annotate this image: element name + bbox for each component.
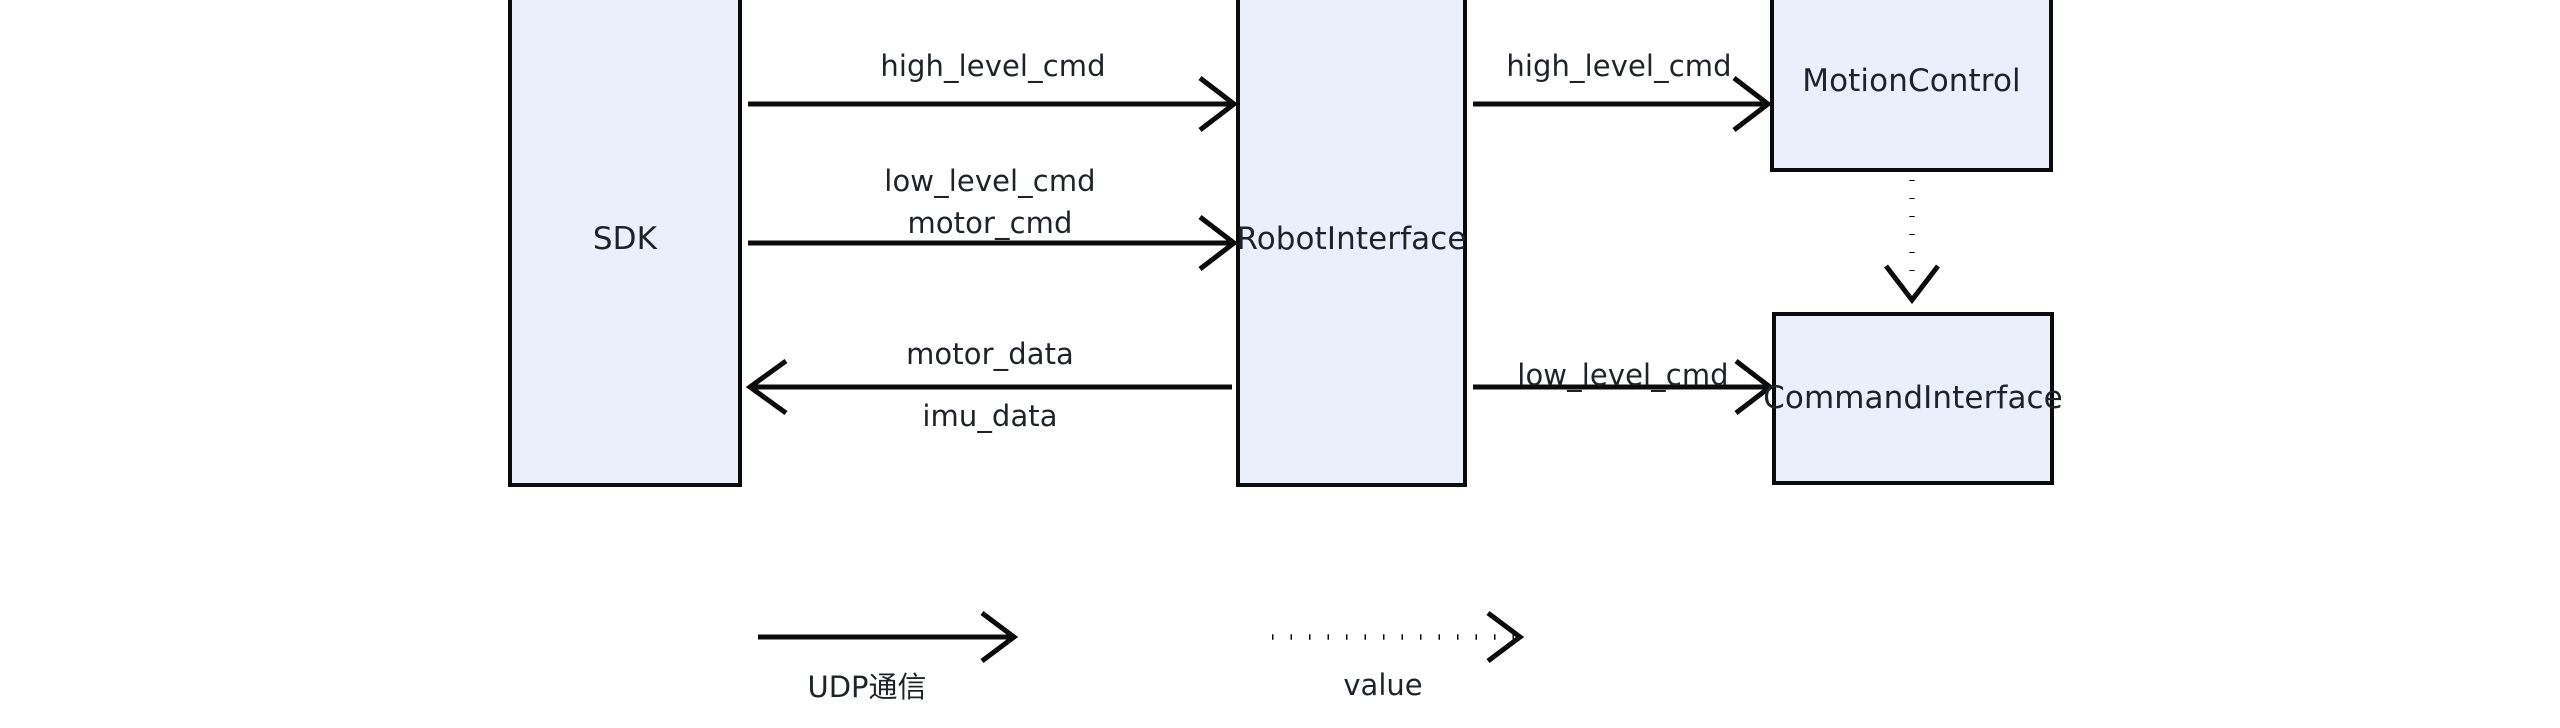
node-commandinterface-label: CommandInterface — [1763, 379, 2063, 416]
node-robotinterface-label: RobotInterface — [1236, 220, 1467, 257]
node-robotinterface[interactable]: RobotInterface — [1236, 0, 1467, 487]
node-motioncontrol-label: MotionControl — [1802, 63, 2021, 100]
legend-label-value: value — [1343, 668, 1423, 702]
edge-mc-to-ci-dotted — [1884, 180, 1940, 305]
edge-label-ri-to-sdk-below: imu_data — [922, 399, 1058, 433]
edge-label-sdk-to-ri-high-above: high_level_cmd — [880, 49, 1106, 83]
node-motioncontrol[interactable]: MotionControl — [1770, 0, 2053, 172]
node-commandinterface[interactable]: CommandInterface — [1763, 312, 2063, 485]
edge-label-sdk-to-ri-low-below: motor_cmd — [907, 206, 1073, 240]
edge-sdk-to-ri-high — [748, 76, 1239, 132]
legend-solid-arrow — [758, 611, 1019, 663]
edge-label-ri-to-ci-above: low_level_cmd — [1517, 358, 1729, 392]
node-sdk-label: SDK — [592, 220, 658, 257]
legend-label-udp: UDP通信 — [807, 670, 927, 704]
edge-label-ri-to-sdk-above: motor_data — [906, 337, 1074, 371]
edge-label-ri-to-mc-above: high_level_cmd — [1506, 49, 1732, 83]
node-sdk[interactable]: SDK — [508, 0, 742, 487]
edge-label-sdk-to-ri-low-above: low_level_cmd — [884, 164, 1096, 198]
edge-ri-to-mc — [1473, 76, 1773, 132]
legend-dotted-arrow — [1272, 611, 1525, 663]
